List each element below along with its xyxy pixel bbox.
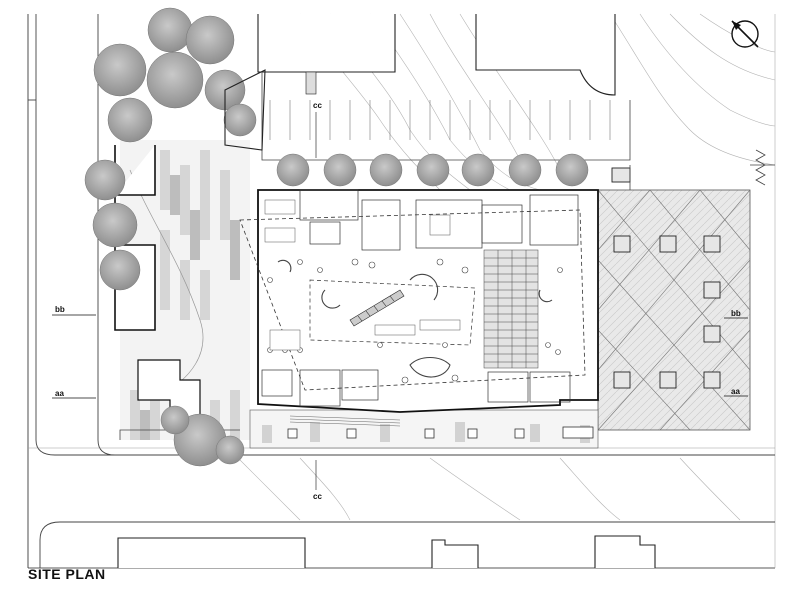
north-arrow-icon	[731, 20, 759, 48]
section-mark-aa-east: aa	[731, 387, 740, 396]
south-sidewalk	[249, 409, 599, 449]
drawing-title: SITE PLAN	[28, 566, 106, 582]
section-mark-bb-west: bb	[55, 305, 65, 314]
east-plaza	[597, 149, 775, 431]
section-mark-aa-west: aa	[55, 389, 64, 398]
west-landscape	[114, 140, 250, 440]
section-mark-bb-east: bb	[731, 309, 741, 318]
section-mark-cc-south: cc	[313, 492, 322, 501]
building-outline-nw	[224, 69, 266, 151]
section-mark-cc-north: cc	[313, 101, 322, 110]
section-cut-lines	[52, 314, 748, 399]
parking-lot	[261, 71, 631, 161]
main-building	[239, 189, 599, 413]
neighbor-buildings	[117, 14, 656, 568]
